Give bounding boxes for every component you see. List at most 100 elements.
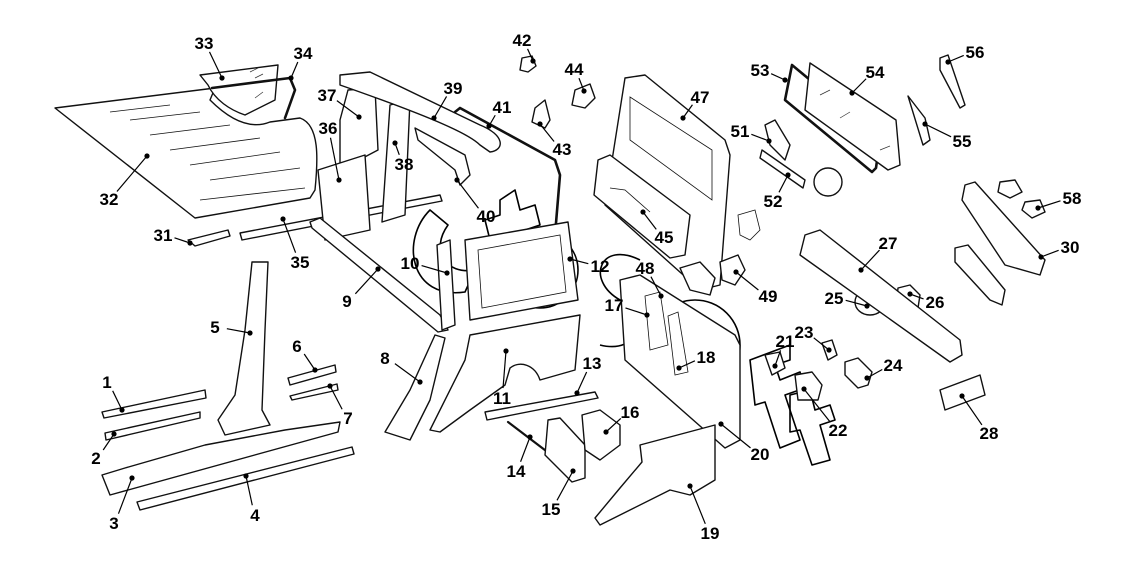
callout-2[interactable]: 2	[91, 449, 100, 468]
callout-19[interactable]: 19	[701, 524, 720, 543]
part-55-vent[interactable]	[907, 95, 931, 146]
part-30-panel[interactable]	[961, 181, 1046, 276]
part-36-bracket[interactable]	[317, 154, 371, 241]
part-42-clip[interactable]	[519, 55, 537, 73]
callout-14[interactable]: 14	[507, 462, 526, 481]
leader-line-19	[689, 485, 706, 525]
callout-22[interactable]: 22	[829, 421, 848, 440]
callout-28[interactable]: 28	[980, 424, 999, 443]
callout-58[interactable]: 58	[1063, 189, 1082, 208]
callout-35[interactable]: 35	[291, 253, 310, 272]
callout-20[interactable]: 20	[751, 445, 770, 464]
part-49-bracket[interactable]	[719, 254, 746, 286]
leader-dot-51	[766, 138, 772, 144]
part-40-inner-rail[interactable]	[414, 127, 471, 186]
callout-13[interactable]: 13	[583, 354, 602, 373]
callout-31[interactable]: 31	[154, 226, 173, 245]
callout-16[interactable]: 16	[621, 403, 640, 422]
part-11-lower-quarter[interactable]	[429, 314, 581, 433]
callout-52[interactable]: 52	[764, 192, 783, 211]
callout-51[interactable]: 51	[731, 122, 750, 141]
callout-40[interactable]: 40	[477, 207, 496, 226]
callout-45[interactable]: 45	[655, 228, 674, 247]
callout-49[interactable]: 49	[759, 287, 778, 306]
part-28-bumper-end[interactable]	[939, 374, 986, 411]
callout-27[interactable]: 27	[879, 234, 898, 253]
callout-56[interactable]: 56	[966, 43, 985, 62]
callout-15[interactable]: 15	[542, 500, 561, 519]
part-8-pillar-lower[interactable]	[384, 334, 446, 441]
part-39-roof-rail[interactable]	[339, 71, 501, 153]
callout-39[interactable]: 39	[444, 79, 463, 98]
callout-42[interactable]: 42	[513, 31, 532, 50]
part-fuel-filler[interactable]	[813, 167, 843, 197]
callout-7[interactable]: 7	[343, 409, 352, 428]
callout-3[interactable]: 3	[109, 514, 118, 533]
part-13-strip[interactable]	[484, 391, 599, 421]
part-43-hinge[interactable]	[531, 99, 551, 129]
part-56-handle[interactable]	[939, 54, 966, 109]
callout-9[interactable]: 9	[342, 292, 351, 311]
part-12-quarter-inner[interactable]	[464, 221, 579, 321]
part-22-bracket[interactable]	[794, 371, 823, 401]
callout-53[interactable]: 53	[751, 61, 770, 80]
leader-line-54	[851, 78, 867, 94]
callout-21[interactable]: 21	[776, 332, 795, 351]
part-15-bracket[interactable]	[544, 417, 586, 483]
part-58-clips[interactable]	[997, 179, 1046, 219]
callout-54[interactable]: 54	[866, 63, 885, 82]
callout-11[interactable]: 11	[493, 389, 511, 408]
callout-6[interactable]: 6	[292, 337, 301, 356]
part-27-crossmember[interactable]	[799, 229, 963, 363]
part-47-tailgate[interactable]	[604, 74, 731, 291]
part-31-trim[interactable]	[187, 229, 231, 247]
callout-10[interactable]: 10	[401, 254, 420, 273]
part-44-hinge[interactable]	[571, 83, 596, 109]
callout-23[interactable]: 23	[795, 323, 814, 342]
callout-32[interactable]: 32	[100, 190, 119, 209]
callout-34[interactable]: 34	[294, 44, 313, 63]
callout-41[interactable]: 41	[493, 98, 512, 117]
callout-4[interactable]: 4	[250, 506, 260, 525]
callout-38[interactable]: 38	[395, 155, 414, 174]
leader-line-15	[556, 470, 574, 501]
callout-8[interactable]: 8	[380, 349, 389, 368]
callout-48[interactable]: 48	[636, 259, 655, 278]
part-2-strip[interactable]	[104, 411, 201, 441]
callout-5[interactable]: 5	[210, 318, 219, 337]
part-52-striker-plate[interactable]	[759, 149, 806, 189]
part-16-bracket[interactable]	[581, 409, 621, 461]
part-7-strip[interactable]	[289, 383, 339, 401]
callout-36[interactable]: 36	[319, 119, 338, 138]
callout-1[interactable]: 1	[102, 373, 111, 392]
part-5-b-pillar[interactable]	[217, 261, 271, 436]
callout-24[interactable]: 24	[884, 356, 903, 375]
part-54-window-glass[interactable]	[804, 62, 901, 171]
part-19-wheelhouse[interactable]	[594, 424, 716, 526]
callout-12[interactable]: 12	[591, 257, 610, 276]
callout-30[interactable]: 30	[1061, 238, 1080, 257]
part-48-bracket[interactable]	[679, 261, 716, 296]
part-32-side-panel[interactable]	[54, 87, 318, 219]
callout-47[interactable]: 47	[691, 88, 710, 107]
part-1-strip[interactable]	[101, 389, 207, 419]
leader-line-18	[678, 360, 696, 369]
part-3-rocker[interactable]	[101, 421, 341, 496]
part-45-door-trim[interactable]	[593, 154, 691, 259]
callout-44[interactable]: 44	[565, 60, 584, 79]
part-29-panel[interactable]	[954, 244, 1006, 306]
part-9-lower-rail[interactable]	[309, 217, 449, 333]
callout-25[interactable]: 25	[825, 289, 844, 308]
part-24-lamp[interactable]	[844, 357, 873, 389]
part-34-seal[interactable]	[210, 76, 297, 120]
callout-26[interactable]: 26	[926, 293, 945, 312]
part-6-strip[interactable]	[287, 364, 337, 386]
callout-43[interactable]: 43	[553, 140, 572, 159]
callout-33[interactable]: 33	[195, 34, 214, 53]
part-10-post[interactable]	[436, 239, 456, 331]
part-41-seal[interactable]	[453, 106, 562, 237]
callout-37[interactable]: 37	[318, 86, 337, 105]
callout-18[interactable]: 18	[697, 348, 716, 367]
callout-55[interactable]: 55	[953, 132, 972, 151]
callout-17[interactable]: 17	[605, 296, 624, 315]
